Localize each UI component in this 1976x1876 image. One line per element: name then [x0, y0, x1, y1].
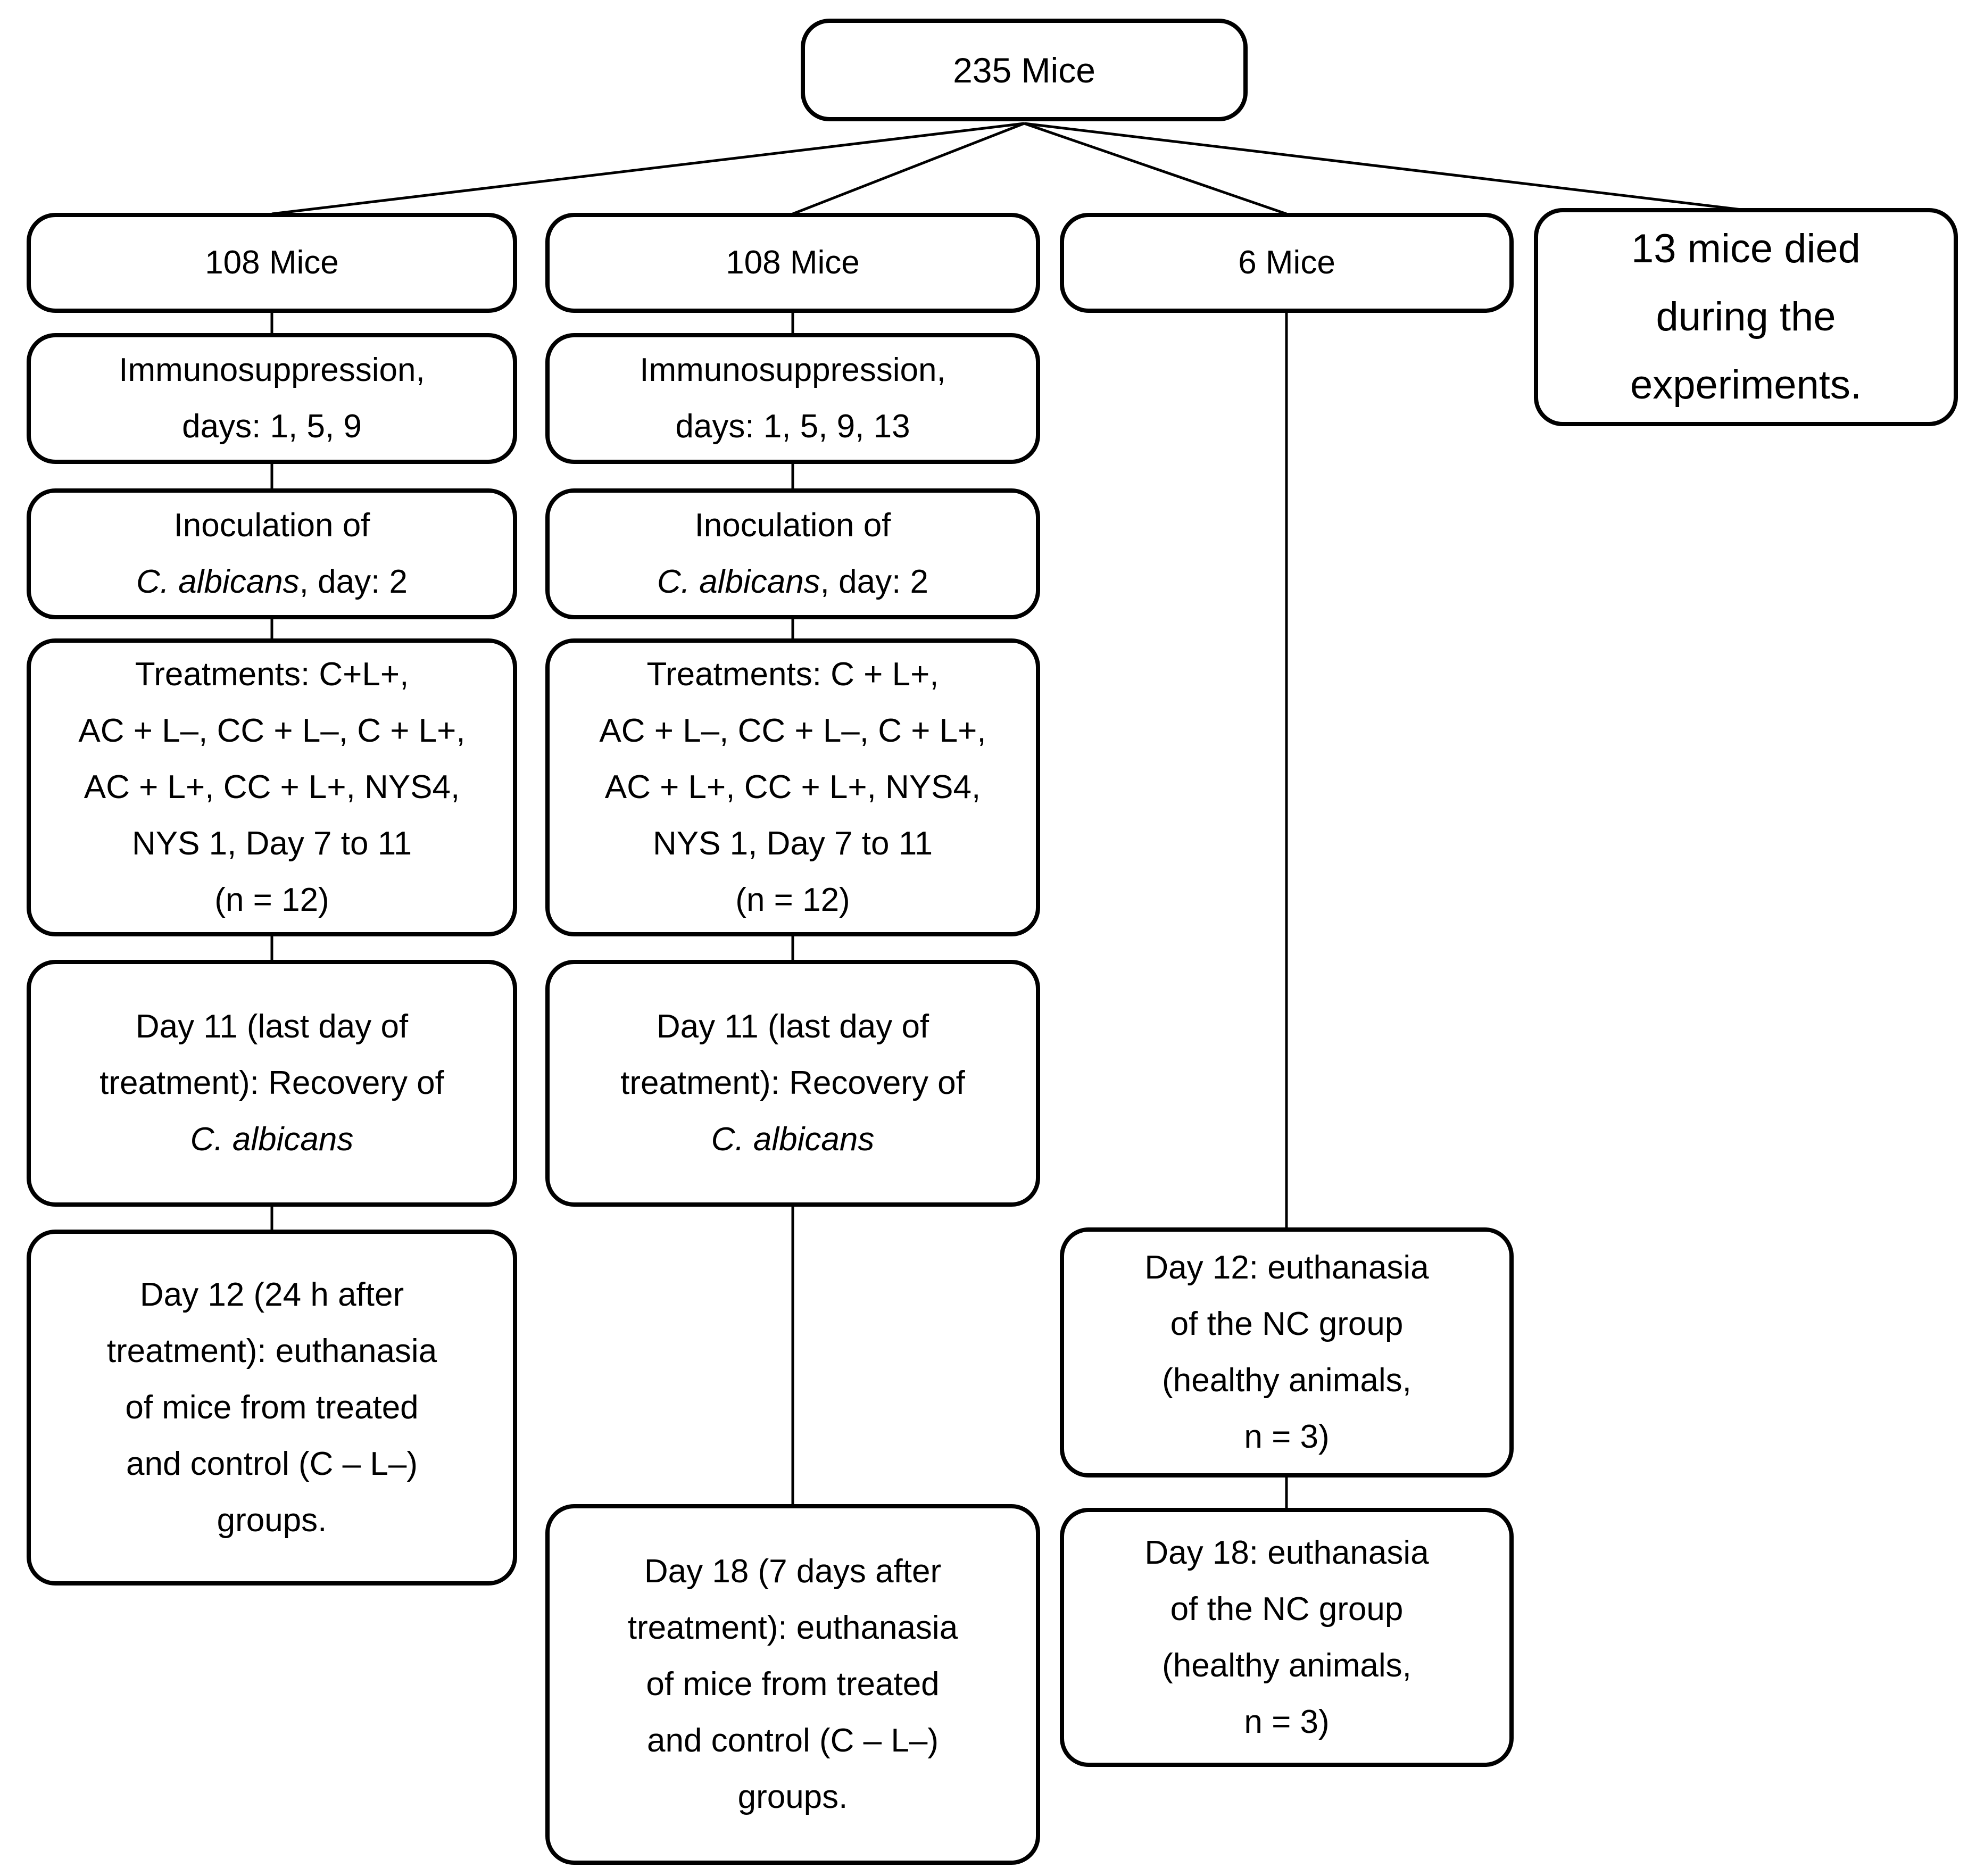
text-line: n = 3) [1244, 1703, 1330, 1740]
text-line: of mice from treated [646, 1666, 940, 1703]
text-line: (n = 12) [735, 882, 850, 918]
text-line: 108 Mice [205, 244, 339, 281]
text-line: C. albicans, day: 2 [657, 554, 928, 610]
text-line: 6 Mice [1238, 244, 1335, 281]
node-b3-day18-nc-euthanasia: Day 18: euthanasia of the NC group (heal… [1060, 1508, 1514, 1767]
text-line: AC + L–, CC + L–, C + L+, [78, 712, 466, 749]
node-b1-immunosuppression: Immunosuppression, days: 1, 5, 9 [27, 333, 517, 464]
node-b2-immunosuppression: Immunosuppression, days: 1, 5, 9, 13 [545, 333, 1040, 464]
text-line: C. albicans [190, 1111, 354, 1168]
text-line: Day 12: euthanasia [1144, 1249, 1429, 1286]
text-line: of the NC group [1170, 1590, 1404, 1628]
text-line: AC + L+, CC + L+, NYS4, [84, 769, 460, 806]
text-line: treatment): Recovery of [620, 1065, 965, 1101]
node-b2-day11-recovery: Day 11 (last day of treatment): Recovery… [545, 960, 1040, 1207]
connector-root-branch3 [1024, 122, 1287, 215]
text-line: groups. [217, 1501, 327, 1539]
text-line: 235 Mice [953, 50, 1095, 90]
text-line: NYS 1, Day 7 to 11 [652, 825, 933, 862]
text-line: Day 18 (7 days after [644, 1553, 942, 1590]
text-line: Inoculation of [694, 507, 891, 544]
species-name-italic: C. albicans [190, 1121, 354, 1158]
node-b1-mice: 108 Mice [27, 213, 517, 313]
node-b1-inoculation: Inoculation of C. albicans, day: 2 [27, 488, 517, 619]
text-line: Immunosuppression, [640, 352, 946, 388]
text-line: treatment): Recovery of [99, 1065, 444, 1101]
species-name-italic: C. albicans [136, 563, 300, 600]
text-line: C. albicans [711, 1111, 875, 1168]
text-line: AC + L–, CC + L–, C + L+, [599, 712, 986, 749]
text-line: Treatments: C + L+, [646, 656, 939, 693]
node-b1-day12-euthanasia: Day 12 (24 h after treatment): euthanasi… [27, 1230, 517, 1586]
node-b2-treatments: Treatments: C + L+, AC + L–, CC + L–, C … [545, 638, 1040, 936]
text-line: of the NC group [1170, 1306, 1404, 1342]
node-b3-mice: 6 Mice [1060, 213, 1514, 313]
node-b2-mice: 108 Mice [545, 213, 1040, 313]
node-b1-treatments: Treatments: C+L+, AC + L–, CC + L–, C + … [27, 638, 517, 936]
text-line: (healthy animals, [1162, 1362, 1412, 1399]
node-b2-day18-euthanasia: Day 18 (7 days after treatment): euthana… [545, 1504, 1040, 1865]
text-line: and control (C – L–) [647, 1722, 939, 1759]
text-line: Day 11 (last day of [656, 1008, 929, 1045]
text-line: during the [1656, 294, 1836, 339]
text-line: treatment): euthanasia [627, 1609, 958, 1646]
text-line: experiments. [1630, 362, 1862, 408]
text-line: days: 1, 5, 9 [182, 408, 362, 445]
text-line: n = 3) [1244, 1418, 1330, 1455]
text-line: (n = 12) [214, 882, 329, 918]
text-segment: , day: 2 [299, 563, 408, 600]
connector-root-branch2 [792, 122, 1025, 215]
node-b3-day12-nc-euthanasia: Day 12: euthanasia of the NC group (heal… [1060, 1227, 1514, 1477]
text-line: Day 12 (24 h after [139, 1276, 404, 1313]
node-b1-day11-recovery: Day 11 (last day of treatment): Recovery… [27, 960, 517, 1207]
node-b2-inoculation: Inoculation of C. albicans, day: 2 [545, 488, 1040, 619]
text-line: Immunosuppression, [119, 352, 425, 388]
connector-root-branch4 [1024, 122, 1746, 212]
text-line: Inoculation of [173, 507, 370, 544]
node-b4-mice-died: 13 mice died during the experiments. [1534, 208, 1958, 426]
species-name-italic: C. albicans [711, 1121, 875, 1158]
text-line: Day 18: euthanasia [1144, 1534, 1429, 1571]
text-segment: , day: 2 [820, 563, 929, 600]
connector-root-branch1 [271, 122, 1025, 215]
text-line: of mice from treated [125, 1389, 419, 1426]
text-line: NYS 1, Day 7 to 11 [131, 825, 412, 862]
text-line: C. albicans, day: 2 [136, 554, 408, 610]
text-line: Day 11 (last day of [135, 1008, 409, 1045]
text-line: 13 mice died [1631, 226, 1861, 271]
text-line: (healthy animals, [1162, 1647, 1412, 1684]
text-line: treatment): euthanasia [106, 1332, 437, 1369]
node-total-mice: 235 Mice [801, 19, 1248, 121]
text-line: groups. [737, 1779, 848, 1815]
text-line: days: 1, 5, 9, 13 [675, 408, 910, 445]
text-line: 108 Mice [726, 244, 860, 281]
text-line: Treatments: C+L+, [135, 656, 409, 693]
species-name-italic: C. albicans [657, 563, 820, 600]
text-line: and control (C – L–) [126, 1445, 418, 1482]
text-line: AC + L+, CC + L+, NYS4, [604, 769, 981, 806]
